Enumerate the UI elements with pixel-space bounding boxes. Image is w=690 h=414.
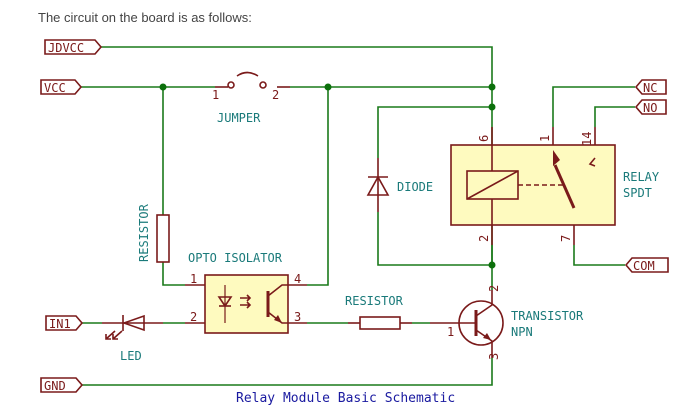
opto-label: OPTO ISOLATOR bbox=[188, 251, 283, 265]
wire-nc bbox=[552, 86, 635, 127]
junction-dot bbox=[159, 83, 167, 91]
port-jdvcc: JDVCC bbox=[44, 39, 103, 55]
transistor-label-2: NPN bbox=[511, 325, 533, 339]
relay-pin2: 2 bbox=[477, 235, 491, 242]
relay-spdt: 6 2 1 14 7 RELAY SPDT bbox=[450, 127, 660, 245]
junction-dot bbox=[324, 83, 332, 91]
port-com-label: COM bbox=[633, 259, 655, 273]
resistor-vertical-label: RESISTOR bbox=[137, 203, 151, 262]
wire-jdvcc bbox=[100, 46, 493, 265]
relay-pin7: 7 bbox=[559, 235, 573, 242]
jumper-pin2: 2 bbox=[272, 88, 279, 102]
wire-diode-bottom bbox=[377, 212, 492, 266]
transistor-npn: 1 2 3 TRANSISTOR NPN bbox=[430, 285, 584, 360]
diode: DIODE bbox=[366, 158, 433, 212]
port-in1-label: IN1 bbox=[49, 317, 71, 331]
port-vcc-label: VCC bbox=[44, 81, 66, 95]
led: LED bbox=[102, 314, 163, 363]
led-label: LED bbox=[120, 349, 142, 363]
jumper: 1 2 JUMPER bbox=[212, 71, 290, 125]
wire-diode-top bbox=[377, 106, 492, 158]
schematic-caption: Relay Module Basic Schematic bbox=[236, 391, 455, 406]
jumper-pin1: 1 bbox=[212, 88, 219, 102]
transistor-label-1: TRANSISTOR bbox=[511, 309, 584, 323]
relay-label-1: RELAY bbox=[623, 170, 660, 184]
wire-com bbox=[573, 245, 625, 266]
wire-no bbox=[594, 106, 635, 127]
port-no-label: NO bbox=[643, 101, 657, 115]
junction-dot bbox=[488, 103, 496, 111]
opto-pin3: 3 bbox=[294, 310, 301, 324]
resistor-horizontal-label: RESISTOR bbox=[345, 294, 404, 308]
transistor-pin1: 1 bbox=[447, 325, 454, 339]
opto-pin1: 1 bbox=[190, 272, 197, 286]
relay-label-2: SPDT bbox=[623, 186, 652, 200]
relay-pin6: 6 bbox=[477, 135, 491, 142]
resistor-horizontal: RESISTOR bbox=[345, 294, 412, 330]
relay-pin14: 14 bbox=[580, 132, 594, 146]
opto-pin2: 2 bbox=[190, 310, 197, 324]
diode-label: DIODE bbox=[397, 180, 433, 194]
port-in1: IN1 bbox=[45, 315, 84, 331]
wire-opto4 bbox=[307, 87, 329, 286]
port-gnd-label: GND bbox=[44, 379, 66, 393]
port-gnd: GND bbox=[40, 377, 84, 393]
opto-pin4: 4 bbox=[294, 272, 301, 286]
port-no: NO bbox=[634, 99, 667, 115]
resistor-vertical: RESISTOR bbox=[137, 203, 170, 263]
transistor-pin2: 2 bbox=[487, 285, 501, 292]
junctions bbox=[159, 83, 496, 269]
port-vcc: VCC bbox=[40, 79, 83, 95]
port-jdvcc-label: JDVCC bbox=[48, 41, 84, 55]
intro-text: The circuit on the board is as follows: bbox=[38, 10, 252, 25]
port-com: COM bbox=[624, 257, 669, 273]
jumper-label: JUMPER bbox=[217, 111, 261, 125]
wire-gnd bbox=[82, 358, 493, 386]
wire-resistor-opto1 bbox=[162, 262, 185, 286]
relay-pin1: 1 bbox=[538, 135, 552, 142]
port-nc: NC bbox=[634, 79, 667, 95]
transistor-pin3: 3 bbox=[487, 353, 501, 360]
junction-dot bbox=[488, 83, 496, 91]
port-nc-label: NC bbox=[643, 81, 657, 95]
junction-dot bbox=[488, 261, 496, 269]
opto-isolator: OPTO ISOLATOR 1 2 3 4 bbox=[185, 251, 307, 334]
